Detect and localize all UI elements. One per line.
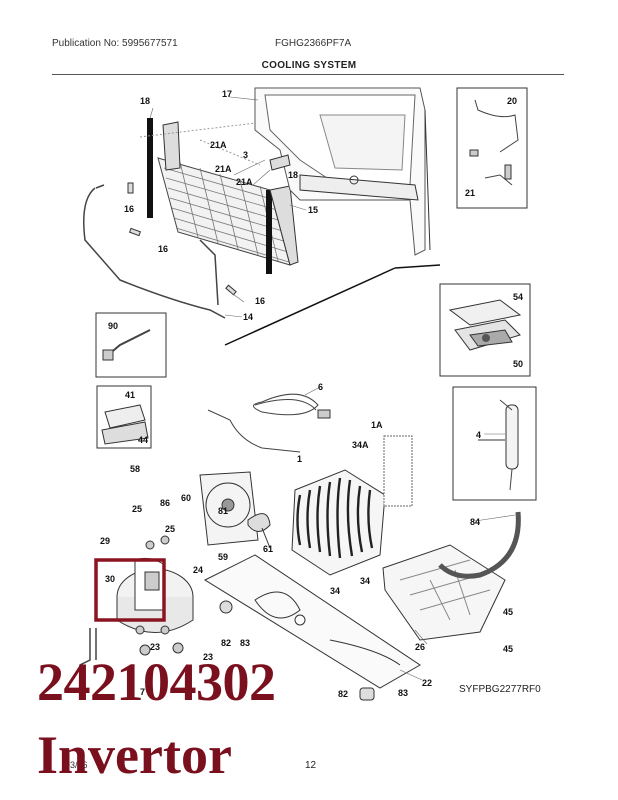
section-title: COOLING SYSTEM	[261, 60, 357, 71]
grommet	[359, 687, 375, 701]
callout-4: 4	[476, 430, 481, 440]
callout-34A: 34A	[352, 440, 369, 450]
compressor-mounts	[135, 535, 184, 656]
insulation-strip-left	[147, 118, 153, 218]
model-number: FGHG2366PF7A	[275, 38, 352, 49]
freezer-housing	[254, 87, 431, 256]
callout-25: 25	[132, 504, 142, 514]
condenser-coil	[291, 435, 413, 576]
base-plate	[203, 554, 421, 689]
callout-30: 30	[105, 574, 115, 584]
callout-82: 82	[338, 689, 348, 699]
callout-23: 23	[150, 642, 160, 652]
power-cord	[207, 393, 331, 453]
callout-61: 61	[263, 544, 273, 554]
callout-81: 81	[218, 506, 228, 516]
callout-90: 90	[108, 321, 118, 331]
callout-41: 41	[125, 390, 135, 400]
callout-18: 18	[140, 96, 150, 106]
callout-1: 1	[297, 454, 302, 464]
overlay-part-number: 242104302	[37, 652, 276, 712]
callout-23: 23	[203, 652, 213, 662]
callout-83: 83	[398, 688, 408, 698]
callout-84: 84	[470, 517, 480, 527]
callout-20: 20	[507, 96, 517, 106]
callout-82: 82	[221, 638, 231, 648]
inset-thermistor-harness	[456, 87, 528, 209]
callout-60: 60	[181, 493, 191, 503]
callout-54: 54	[513, 292, 523, 302]
callout-45: 45	[503, 644, 513, 654]
callout-15: 15	[308, 205, 318, 215]
callout-6: 6	[318, 382, 323, 392]
invertor-highlight-box	[94, 558, 166, 622]
diagram-reference-code: SYFPBG2277RF0	[459, 684, 541, 695]
callout-45: 45	[503, 607, 513, 617]
inset-filter-drier	[452, 386, 537, 501]
drain-tube	[438, 511, 521, 579]
header-rule	[52, 74, 564, 75]
callout-14: 14	[243, 312, 253, 322]
drain-pan	[382, 544, 506, 641]
publication-number: Publication No: 5995677571	[52, 38, 178, 49]
callout-3: 3	[243, 150, 248, 160]
callout-86: 86	[160, 498, 170, 508]
callout-16: 16	[158, 244, 168, 254]
inset-control-board	[439, 283, 531, 377]
evaporator-tubing	[83, 184, 226, 319]
leader-lines	[149, 96, 516, 681]
callout-21A: 21A	[210, 140, 227, 150]
callout-21: 21	[465, 188, 475, 198]
condenser-fan	[199, 471, 271, 549]
callout-34: 34	[360, 576, 370, 586]
callout-7: 7	[140, 687, 145, 697]
discharge-tube	[79, 628, 97, 695]
insulation-strip-right	[266, 190, 272, 274]
callout-18: 18	[288, 170, 298, 180]
callout-58: 58	[130, 464, 140, 474]
callout-21A: 21A	[215, 164, 232, 174]
callout-25: 25	[165, 524, 175, 534]
callout-34: 34	[330, 586, 340, 596]
callout-24: 24	[193, 565, 203, 575]
callout-44: 44	[138, 435, 148, 445]
inset-drain-heater	[96, 385, 152, 449]
section-divider	[224, 267, 396, 346]
callout-50: 50	[513, 359, 523, 369]
callout-83: 83	[240, 638, 250, 648]
callout-29: 29	[100, 536, 110, 546]
callout-1A: 1A	[371, 420, 383, 430]
callout-59: 59	[218, 552, 228, 562]
callout-16: 16	[255, 296, 265, 306]
inset-defrost-heater	[95, 312, 167, 378]
callout-26: 26	[415, 642, 425, 652]
callout-21A: 21A	[236, 177, 253, 187]
callout-22: 22	[422, 678, 432, 688]
overlay-part-name: Invertor	[37, 725, 232, 785]
page-number: 12	[305, 760, 317, 771]
callout-17: 17	[222, 89, 232, 99]
page-date: 03/16	[65, 760, 88, 770]
callout-16: 16	[124, 204, 134, 214]
